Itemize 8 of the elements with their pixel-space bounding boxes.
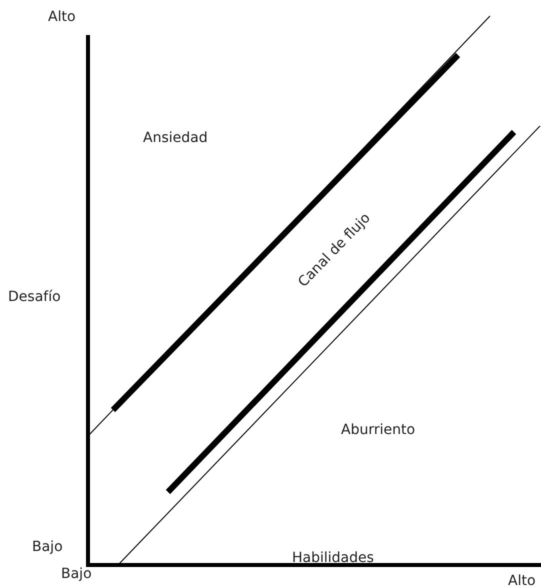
region-label: Aburriento [341, 423, 416, 437]
axis-title: Desafío [8, 290, 61, 304]
axis-max-label: Alto [508, 574, 536, 587]
axis-min-label: Bajo [61, 567, 92, 581]
axis-max-label: Alto [48, 10, 76, 24]
region-label: Ansiedad [143, 131, 208, 145]
axis-min-label: Bajo [32, 540, 63, 554]
axis-title: Habilidades [292, 551, 374, 565]
